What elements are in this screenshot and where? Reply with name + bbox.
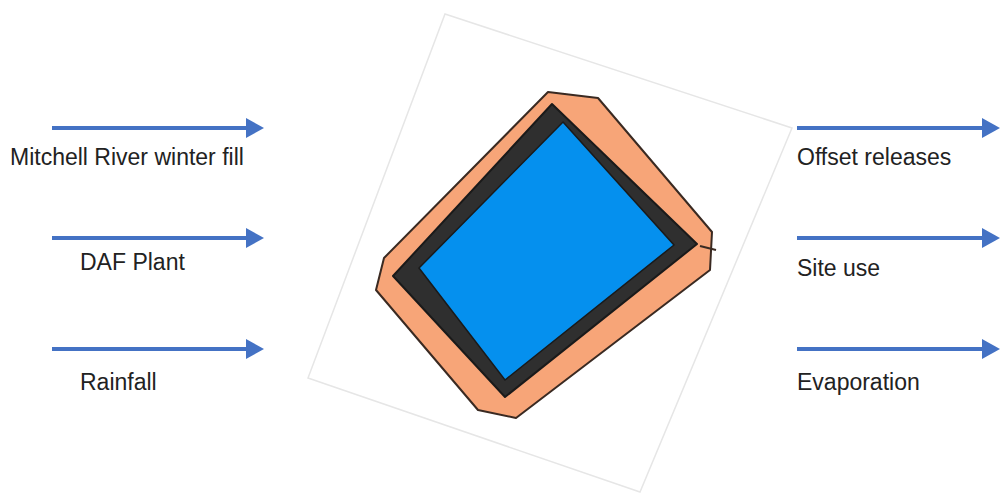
- outflow-arrow: [797, 347, 984, 351]
- dam-liner: [393, 104, 697, 397]
- inflow-arrow: [52, 126, 248, 130]
- inflow-arrow: [52, 236, 248, 240]
- flow-label: Evaporation: [797, 368, 997, 396]
- dam-water: [419, 122, 674, 380]
- flow-label: Rainfall: [80, 368, 340, 396]
- embankment-stroke: [700, 246, 716, 250]
- arrow-head: [246, 339, 264, 359]
- outflow-arrow: [797, 236, 984, 240]
- sketch-frame: [308, 14, 792, 492]
- arrow-head: [246, 228, 264, 248]
- dam-embankment: [376, 92, 712, 418]
- flow-label: DAF Plant: [80, 248, 340, 276]
- inflow-arrow: [52, 347, 248, 351]
- flow-label: Site use: [797, 254, 997, 282]
- flow-label: Offset releases: [797, 143, 997, 171]
- outflow-arrow: [797, 126, 984, 130]
- arrow-head: [982, 228, 1000, 248]
- arrow-head: [982, 118, 1000, 138]
- outflow-arrows: [797, 118, 1000, 359]
- arrow-head: [246, 118, 264, 138]
- dam-illustration: [376, 92, 716, 418]
- flow-label: Mitchell River winter fill: [10, 143, 340, 171]
- arrow-head: [982, 339, 1000, 359]
- selection-frame: [308, 14, 792, 492]
